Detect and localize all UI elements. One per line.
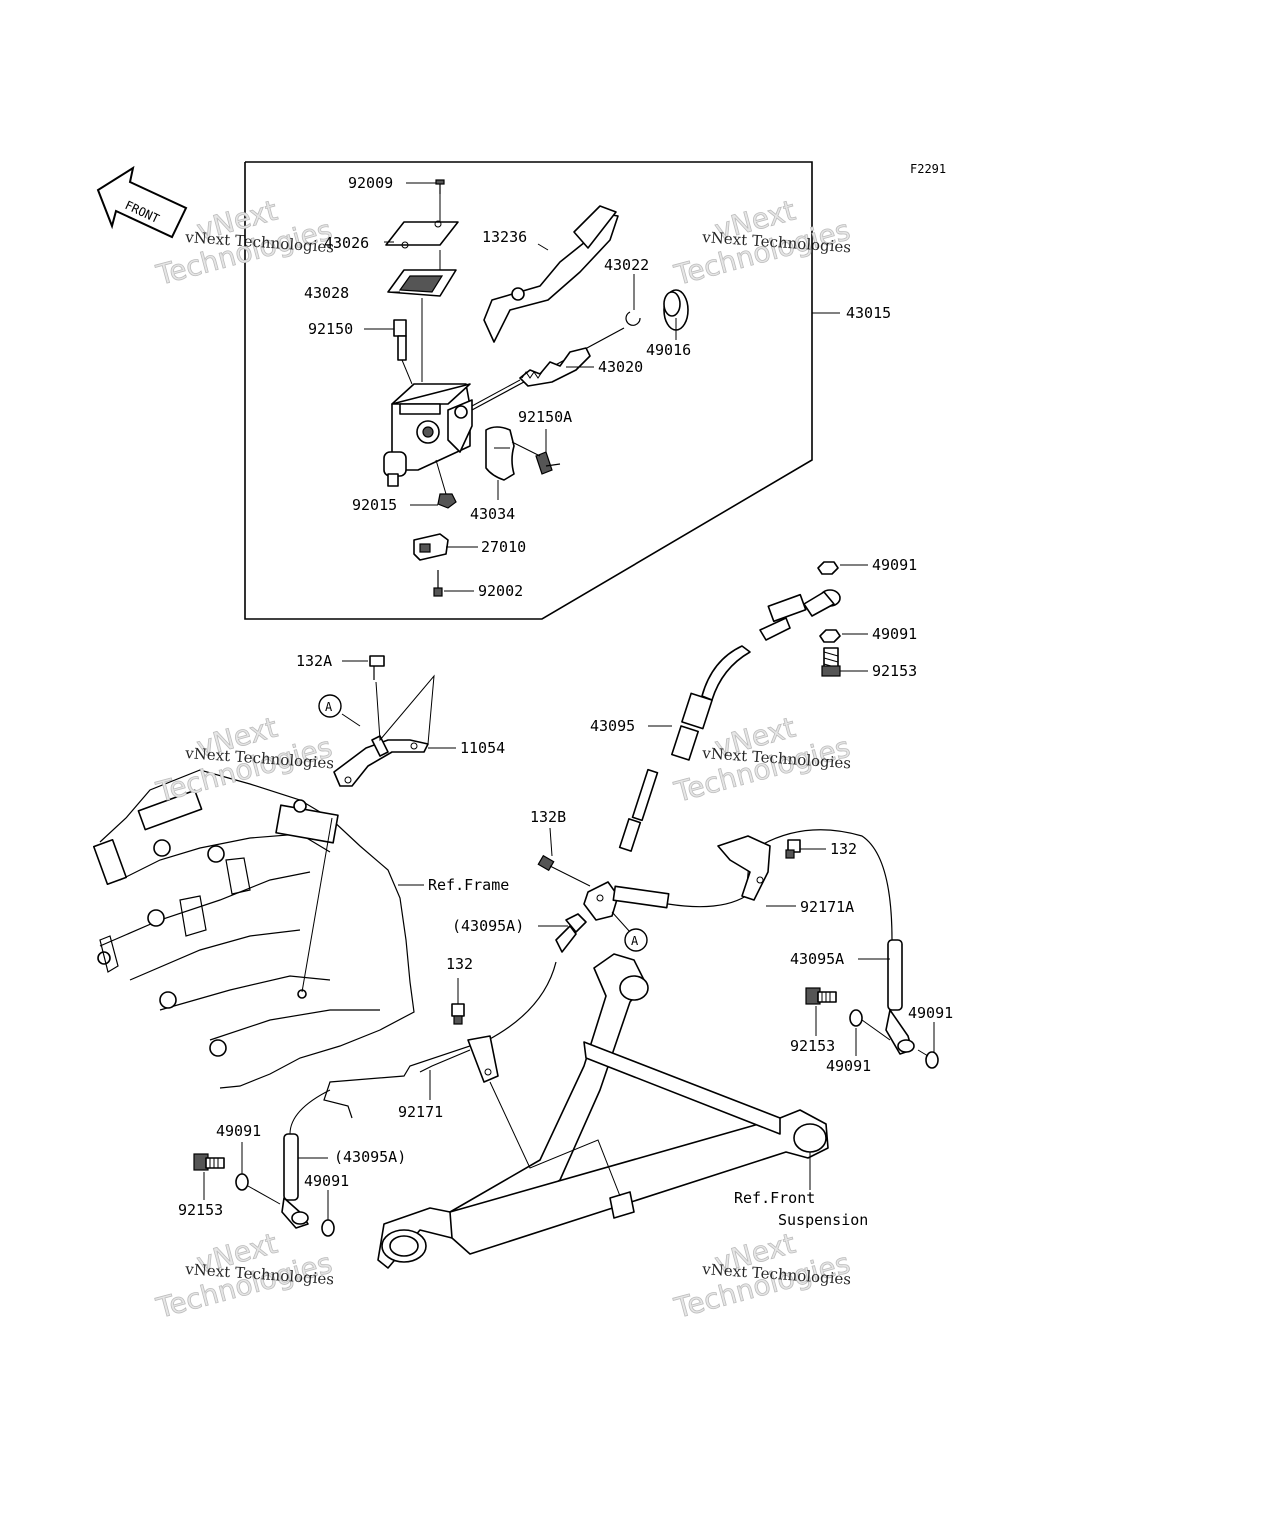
- label-43034: 43034: [470, 505, 515, 523]
- clamp-92171A: [717, 835, 771, 901]
- clamp-43034: [485, 426, 515, 481]
- label-92153-b: 92153: [790, 1037, 835, 1055]
- label-92002: 92002: [478, 582, 523, 600]
- switch-27010: [413, 533, 449, 561]
- front-arrow-icon: FRONT: [96, 165, 188, 239]
- label-43020: 43020: [598, 358, 643, 376]
- label-92009: 92009: [348, 174, 393, 192]
- label-43015: 43015: [846, 304, 891, 322]
- label-ref-front-suspension-2: Suspension: [778, 1211, 868, 1229]
- label-43026: 43026: [324, 234, 369, 252]
- label-132B: 132B: [530, 808, 566, 826]
- label-92153-a: 92153: [872, 662, 917, 680]
- label-49091-e: 49091: [216, 1122, 261, 1140]
- piston-43020: [471, 327, 625, 411]
- bolt-132A: [369, 655, 385, 680]
- ref-front-suspension-drawing: [377, 953, 829, 1269]
- label-43095A-paren-a: (43095A): [452, 917, 524, 935]
- nut-92015: [437, 493, 457, 509]
- brake-hose-43095A-left: [281, 1133, 309, 1229]
- screw-92009: [435, 179, 445, 194]
- assembly-frame: [244, 161, 813, 620]
- ref-frame-drawing: [92, 769, 415, 1089]
- brake-line-92171A: [667, 829, 893, 941]
- bolt-132B: [537, 854, 591, 887]
- label-92015: 92015: [352, 496, 397, 514]
- label-43095A: 43095A: [790, 950, 844, 968]
- cover-43026: [385, 221, 459, 246]
- label-49091-a: 49091: [872, 556, 917, 574]
- watermark-6: Technologies vNext vNext Technologies: [670, 1226, 854, 1325]
- joint-block: [555, 881, 670, 953]
- washer-49091-right-a: [849, 1009, 863, 1027]
- figure-code: F2291: [910, 162, 946, 176]
- brake-hose-43095A-right: [885, 939, 915, 1055]
- ref-marker-a-2: A: [624, 928, 648, 952]
- brake-line-92171: [323, 961, 557, 1119]
- bolt-132-lower: [451, 1003, 465, 1025]
- label-43028: 43028: [304, 284, 349, 302]
- brake-hose-43095: [618, 645, 751, 852]
- label-11054: 11054: [460, 739, 505, 757]
- banjo-fitting-top: [759, 561, 841, 643]
- label-132A: 132A: [296, 652, 332, 670]
- label-92171: 92171: [398, 1103, 443, 1121]
- clip-43022: [625, 311, 641, 326]
- bolt-92153-left: [193, 1153, 225, 1171]
- bolt-132-right: [785, 839, 801, 859]
- label-92150A: 92150A: [518, 408, 572, 426]
- label-43095A-paren-b: (43095A): [334, 1148, 406, 1166]
- label-ref-front-suspension-1: Ref.Front: [734, 1189, 815, 1207]
- label-92153-c: 92153: [178, 1201, 223, 1219]
- ref-marker-a-1-label: A: [325, 700, 333, 714]
- bolt-92150: [393, 319, 407, 361]
- bolt-92153-right: [805, 987, 837, 1005]
- washer-49091-left-b: [321, 1219, 335, 1237]
- watermark-3: Technologies vNext vNext Technologies: [152, 710, 336, 809]
- bolt-92153-top: [821, 647, 841, 677]
- label-49091-b: 49091: [872, 625, 917, 643]
- label-ref-frame: Ref.Frame: [428, 876, 509, 894]
- label-13236: 13236: [482, 228, 527, 246]
- label-43095: 43095: [590, 717, 635, 735]
- washer-49091-left-a: [235, 1173, 249, 1191]
- label-43022: 43022: [604, 256, 649, 274]
- washer-49091-right-b: [925, 1051, 939, 1069]
- label-132-a: 132: [830, 840, 857, 858]
- bolt-92150A: [535, 451, 561, 475]
- screw-92002: [433, 570, 443, 597]
- label-49091-f: 49091: [304, 1172, 349, 1190]
- label-92150: 92150: [308, 320, 353, 338]
- label-49091-d: 49091: [826, 1057, 871, 1075]
- label-49091-c: 49091: [908, 1004, 953, 1022]
- label-49016: 49016: [646, 341, 691, 359]
- label-132-b: 132: [446, 955, 473, 973]
- bracket-92171: [467, 1035, 499, 1083]
- master-cylinder-body: [383, 383, 473, 487]
- lever-13236: [483, 205, 619, 343]
- bracket-11054: [333, 735, 429, 787]
- watermark-2: Technologies vNext vNext Technologies: [670, 193, 854, 292]
- ref-marker-a-1: A: [318, 694, 342, 718]
- ref-marker-a-2-label: A: [631, 934, 639, 948]
- watermark-5: Technologies vNext vNext Technologies: [152, 1226, 336, 1325]
- label-27010: 27010: [481, 538, 526, 556]
- label-92171A: 92171A: [800, 898, 854, 916]
